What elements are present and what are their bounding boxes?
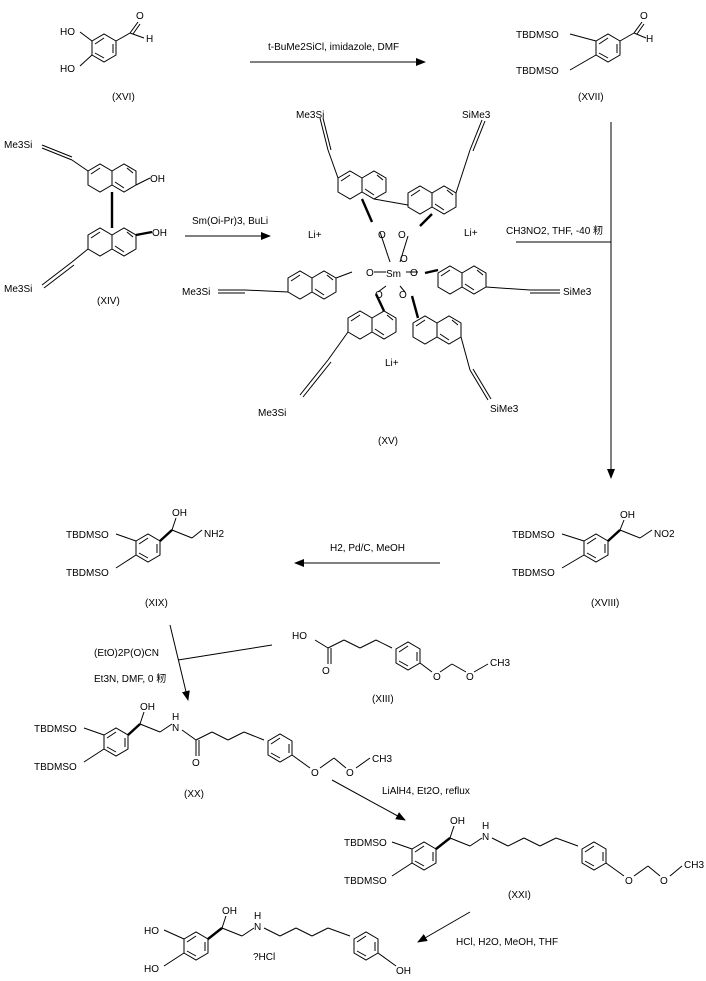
xix-r2: TBDMSO [66, 568, 109, 579]
xvii-r1: TBDMSO [516, 30, 559, 41]
xv-label: (XV) [378, 436, 398, 447]
xvi-oh1: HO [60, 27, 75, 38]
compound-xv: O O O O O O O Sm Li+ Li+ Li+ Me3Si SiMe3… [182, 110, 592, 447]
compound-xvi: HO HO O H (XVI) [60, 11, 153, 103]
xv-tms-tl: Me3Si [296, 110, 324, 121]
xx-r1: TBDMSO [34, 724, 77, 735]
xx-label: (XX) [184, 789, 204, 800]
xv-o-7: O [399, 290, 407, 301]
compound-xxi: TBDMSO TBDMSO OH H N O O CH3 (XXI) [344, 816, 704, 901]
arrow-r5 [169, 624, 190, 701]
xxi-r1: TBDMSO [344, 838, 387, 849]
xiv-tms-top: Me3Si [4, 140, 32, 151]
xvi-o: O [136, 11, 144, 22]
xv-tms-br: SiMe3 [490, 404, 519, 415]
xvii-h: H [646, 34, 653, 45]
arrow-r6 [331, 779, 406, 821]
xix-oh: OH [172, 508, 187, 519]
final-hcl: ?HCl [253, 952, 275, 963]
xxi-r2: TBDMSO [344, 876, 387, 887]
xx-n: N [172, 723, 179, 734]
xv-tms-bl: Me3Si [258, 408, 286, 419]
compound-xiii: HO O O O CH3 (XIII) [292, 631, 510, 705]
xvii-o: O [640, 11, 648, 22]
xx-h: H [172, 712, 179, 723]
final-oh-end: OH [396, 966, 411, 977]
xvii-label: (XVII) [578, 92, 604, 103]
reagent-r4: H2, Pd/C, MeOH [330, 543, 405, 554]
xxi-h: H [482, 821, 489, 832]
final-ho2: HO [144, 964, 159, 975]
reagent-r7: HCl, H2O, MeOH, THF [456, 937, 558, 948]
xx-o: O [192, 758, 200, 769]
xx-o2: O [311, 768, 319, 779]
xix-r1: TBDMSO [66, 530, 109, 541]
xiv-label: (XIV) [97, 296, 120, 307]
xv-o-2: O [398, 230, 406, 241]
xviii-no2: NO2 [654, 529, 675, 540]
xv-o-1: O [378, 230, 386, 241]
xviii-oh: OH [620, 510, 635, 521]
reagent-r5b: Et3N, DMF, 0 籾 [94, 673, 166, 685]
xiii-ho: HO [292, 631, 307, 642]
xxi-n: N [482, 832, 489, 843]
final-ho1: HO [144, 926, 159, 937]
compound-xiv: Me3Si Me3Si OH OH (XIV) [4, 140, 167, 307]
compound-xvii: TBDMSO TBDMSO O H (XVII) [516, 11, 653, 103]
compound-final: HO HO OH H N ?HCl OH [144, 906, 411, 977]
xiv-oh1: OH [150, 174, 165, 185]
xv-tms-r: SiMe3 [563, 287, 592, 298]
xviii-label: (XVIII) [591, 598, 619, 609]
reagent-r6: LiAlH4, Et2O, reflux [382, 786, 470, 797]
xv-o-3: O [400, 254, 408, 265]
xiv-tms-bottom: Me3Si [4, 284, 32, 295]
xv-o-5: O [410, 268, 418, 279]
xiii-label: (XIII) [372, 694, 394, 705]
xv-tms-tr: SiMe3 [462, 110, 491, 121]
xv-li-1: Li+ [308, 230, 322, 241]
xvi-oh2: HO [60, 64, 75, 75]
final-h: H [254, 911, 261, 922]
xv-sm: Sm [386, 269, 401, 280]
xiii-o2: O [433, 672, 441, 683]
final-n: N [254, 922, 261, 933]
xx-r2: TBDMSO [34, 762, 77, 773]
xxi-label: (XXI) [508, 890, 531, 901]
xxi-o: O [625, 876, 633, 887]
compound-xx: TBDMSO TBDMSO OH H N O O O CH3 (XX) [34, 702, 392, 800]
xiv-oh2: OH [152, 228, 167, 239]
reagent-r1: t-BuMe2SiCl, imidazole, DMF [268, 42, 399, 53]
xix-nh2: NH2 [204, 529, 224, 540]
xxi-oh: OH [450, 816, 465, 827]
xx-oh: OH [140, 702, 155, 713]
compound-xix: TBDMSO TBDMSO OH NH2 (XIX) [66, 508, 224, 609]
xiii-ch3: CH3 [490, 658, 510, 669]
xv-tms-l: Me3Si [182, 287, 210, 298]
xviii-r1: TBDMSO [512, 530, 555, 541]
xvi-h: H [146, 34, 153, 45]
xxi-ch3: CH3 [684, 860, 704, 871]
xiii-o1: O [322, 666, 330, 677]
final-oh: OH [222, 906, 237, 917]
xx-ch3: CH3 [372, 754, 392, 765]
xv-o-6: O [375, 290, 383, 301]
reagent-r3: CH3NO2, THF, -40 籾 [506, 225, 603, 237]
xiii-o3: O [466, 672, 474, 683]
xvi-label: (XVI) [112, 92, 135, 103]
xv-o-4: O [366, 268, 374, 279]
reagent-r5a: (EtO)2P(O)CN [94, 648, 159, 659]
xx-o3: O [346, 768, 354, 779]
xvii-r2: TBDMSO [516, 66, 559, 77]
xix-label: (XIX) [145, 598, 168, 609]
arrow-r7 [417, 911, 471, 943]
reagent-r2: Sm(Oi-Pr)3, BuLi [192, 216, 268, 227]
xv-li-3: Li+ [385, 358, 399, 369]
xxi-o2: O [660, 876, 668, 887]
xviii-r2: TBDMSO [512, 568, 555, 579]
compound-xviii: TBDMSO TBDMSO OH NO2 (XVIII) [512, 510, 675, 609]
xv-li-2: Li+ [464, 228, 478, 239]
